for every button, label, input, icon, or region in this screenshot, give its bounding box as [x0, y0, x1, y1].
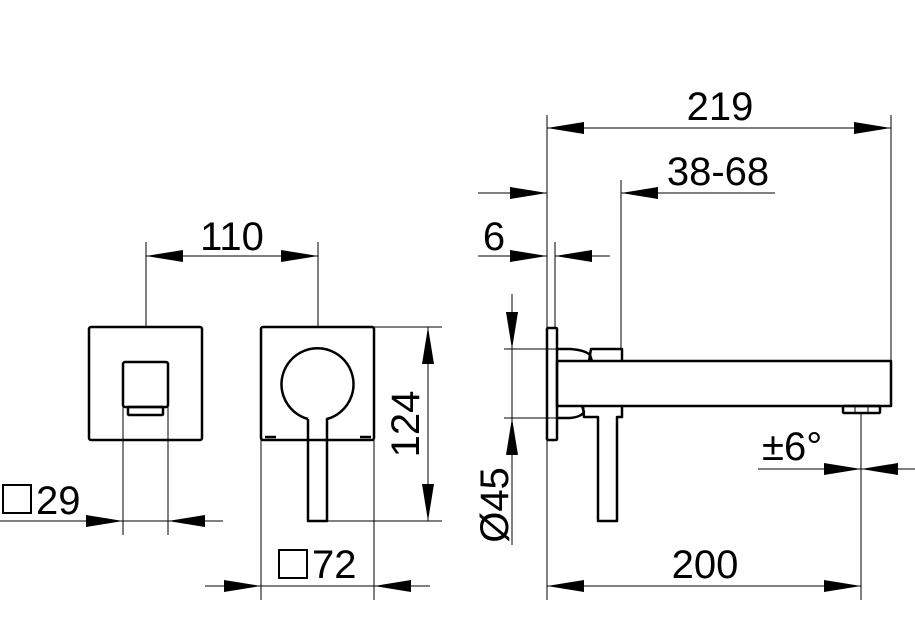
dimension-72: 72: [205, 543, 430, 592]
dimension-219: 219: [547, 85, 891, 134]
dimension-swivel-angle-label: ±6°: [762, 425, 822, 469]
dimension-29: 29: [0, 479, 223, 527]
dimension-38-68: 38-68: [478, 150, 775, 199]
dimension-diameter-45: Ø45: [473, 294, 560, 545]
dimension-29-label: 29: [36, 479, 81, 523]
dimension-72-label: 72: [312, 543, 357, 587]
dimension-swivel-angle: ±6°: [758, 425, 915, 475]
dimension-diameter-45-label: Ø45: [473, 467, 517, 543]
dimension-38-68-label: 38-68: [667, 150, 769, 194]
dimension-219-label: 219: [687, 85, 754, 129]
dimension-124: 124: [384, 327, 434, 521]
front-view-left-plate: [87, 242, 204, 535]
dimension-124-label: 124: [384, 391, 428, 458]
dimension-6-label: 6: [483, 215, 505, 259]
dimension-6: 6: [478, 215, 610, 262]
dimension-110-label: 110: [200, 215, 264, 259]
dimension-200-label: 200: [672, 543, 739, 587]
dimension-200: 200: [547, 543, 861, 592]
front-view-mixer-plate: [259, 242, 442, 600]
dimension-110: 110: [146, 215, 318, 262]
